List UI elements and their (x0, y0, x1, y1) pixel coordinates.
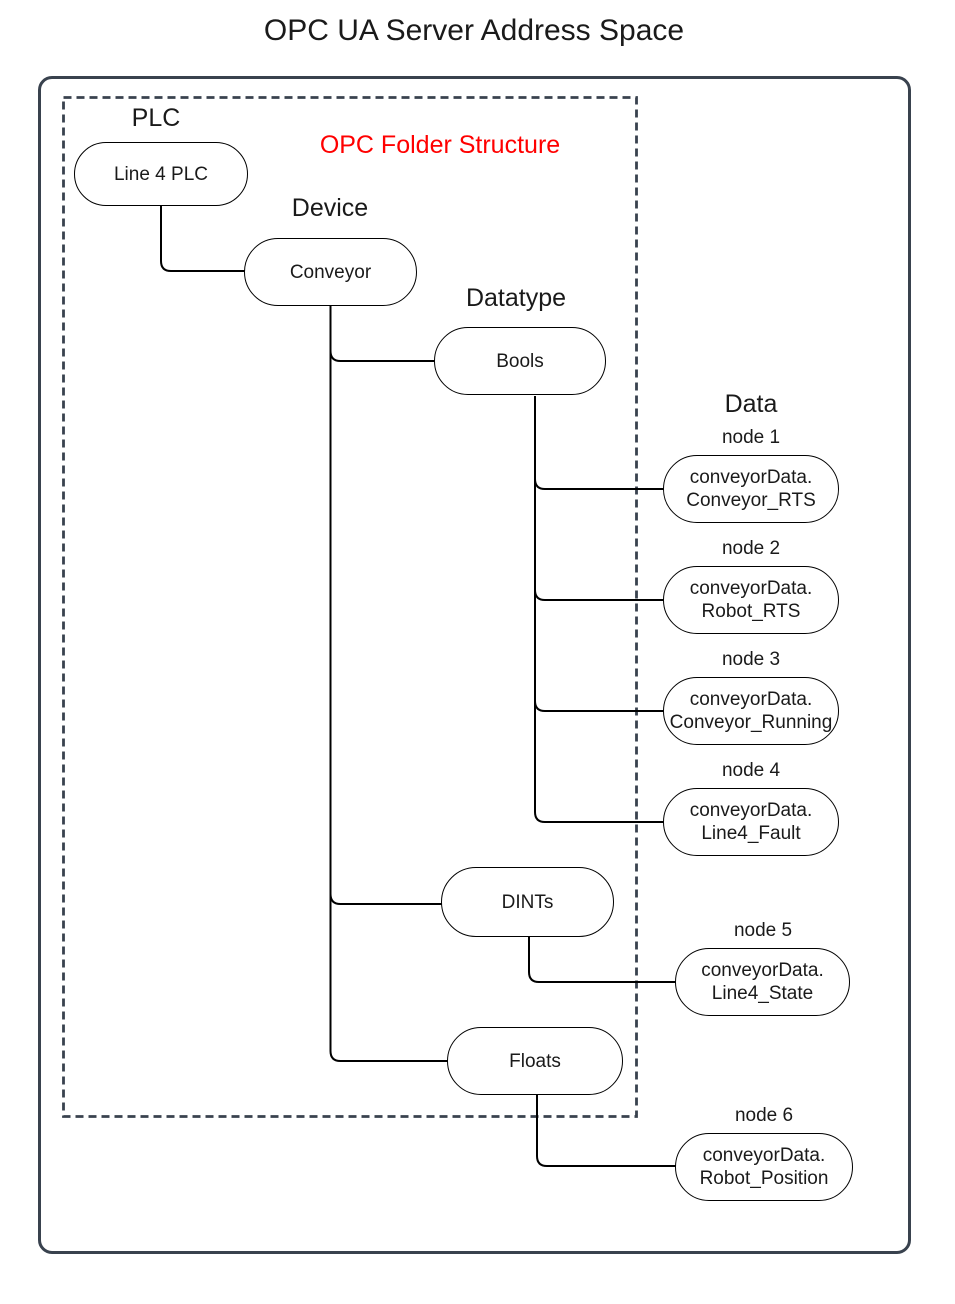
pill-floats: Floats (447, 1027, 623, 1095)
node-6-text-line2: Robot_Position (699, 1168, 829, 1189)
pill-bools-label: Bools (496, 350, 544, 372)
folder-structure-box (62, 96, 638, 1118)
connector-dints-node5 (528, 937, 676, 983)
connector-bools-node3 (534, 700, 664, 712)
pill-floats-label: Floats (509, 1050, 561, 1072)
node-1-text-line1: conveyorData. (689, 467, 813, 488)
pill-conveyor-label: Conveyor (289, 261, 372, 283)
heading-plc: PLC (131, 104, 181, 132)
heading-datatype: Datatype (465, 284, 567, 312)
heading-device: Device (291, 194, 369, 222)
node-3-text-line1: conveyorData. (689, 689, 813, 710)
connector-bools-node1 (534, 478, 664, 490)
connector-bools-node4 (534, 396, 664, 823)
node-5-text-line2: Line4_State (711, 983, 814, 1004)
connector-bools-node2 (534, 589, 664, 601)
pill-line4-plc: Line 4 PLC (74, 142, 248, 206)
node-3-pill: conveyorData. Conveyor_Running (663, 677, 839, 745)
connector-conveyor-bools (329, 350, 435, 362)
connector-conveyor-dints (329, 893, 442, 905)
pill-dints: DINTs (441, 867, 614, 937)
heading-data: Data (724, 390, 778, 418)
node-2-text-line2: Robot_RTS (701, 601, 801, 622)
node-3-label: node 3 (721, 649, 781, 670)
node-3-text-line2: Conveyor_Running (669, 712, 833, 733)
node-4-text-line1: conveyorData. (689, 800, 813, 821)
node-2-text-line1: conveyorData. (689, 578, 813, 599)
node-6-label: node 6 (734, 1105, 794, 1126)
node-5-label: node 5 (733, 920, 793, 941)
node-1-label: node 1 (721, 427, 781, 448)
address-space-box (38, 76, 911, 1254)
node-4-pill: conveyorData. Line4_Fault (663, 788, 839, 856)
node-5-text-line1: conveyorData. (701, 960, 824, 981)
connector-plc-conveyor (160, 206, 245, 272)
node-1-text-line2: Conveyor_RTS (686, 490, 816, 511)
node-4-text-line2: Line4_Fault (701, 823, 801, 844)
node-2-pill: conveyorData. Robot_RTS (663, 566, 839, 634)
node-1-pill: conveyorData. Conveyor_RTS (663, 455, 839, 523)
connector-conveyor-floats (329, 306, 448, 1062)
annotation-folder-structure: OPC Folder Structure (319, 131, 561, 159)
pill-dints-label: DINTs (501, 891, 554, 913)
node-2-label: node 2 (721, 538, 781, 559)
node-6-pill: conveyorData. Robot_Position (675, 1133, 853, 1201)
page-title: OPC UA Server Address Space (263, 14, 685, 47)
connector-floats-node6 (536, 1095, 676, 1167)
pill-conveyor: Conveyor (244, 238, 417, 306)
pill-bools: Bools (434, 327, 606, 395)
node-4-label: node 4 (721, 760, 781, 781)
node-5-pill: conveyorData. Line4_State (675, 948, 850, 1016)
node-6-text-line1: conveyorData. (702, 1145, 826, 1166)
pill-line4-plc-label: Line 4 PLC (113, 163, 208, 185)
